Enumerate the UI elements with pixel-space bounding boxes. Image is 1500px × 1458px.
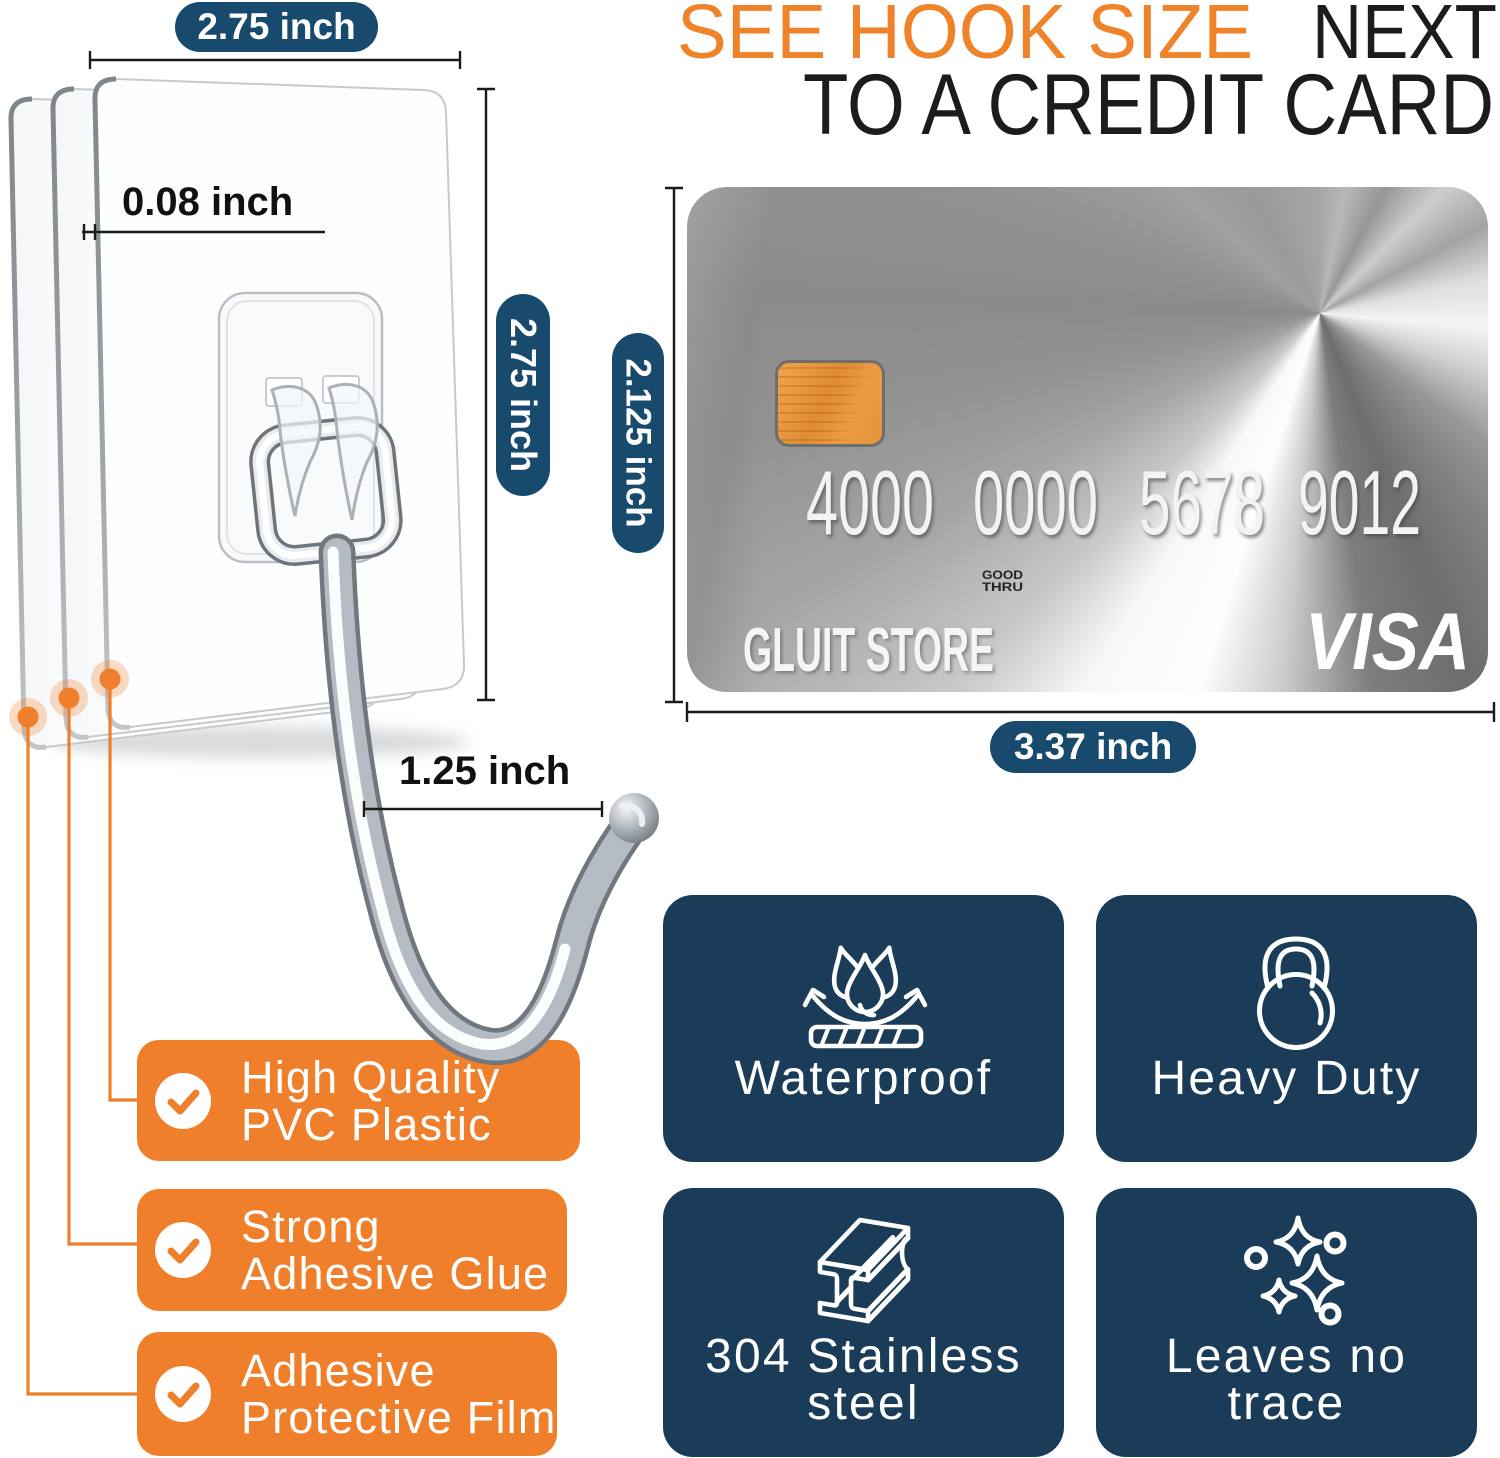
svg-text:0000: 0000 xyxy=(973,453,1098,554)
svg-text:4000: 4000 xyxy=(806,453,934,554)
svg-text:NEXT: NEXT xyxy=(1312,0,1497,75)
svg-text:VISA: VISA xyxy=(1305,597,1470,687)
svg-text:5678: 5678 xyxy=(1139,453,1265,554)
svg-text:GOOD: GOOD xyxy=(982,570,1023,582)
svg-text:GLUIT STORE: GLUIT STORE xyxy=(743,616,994,685)
svg-text:9012: 9012 xyxy=(1298,453,1421,554)
svg-text:TO A CREDIT CARD: TO A CREDIT CARD xyxy=(803,57,1494,150)
svg-text:SEE HOOK SIZE: SEE HOOK SIZE xyxy=(677,0,1253,75)
svg-text:THRU: THRU xyxy=(982,582,1023,594)
